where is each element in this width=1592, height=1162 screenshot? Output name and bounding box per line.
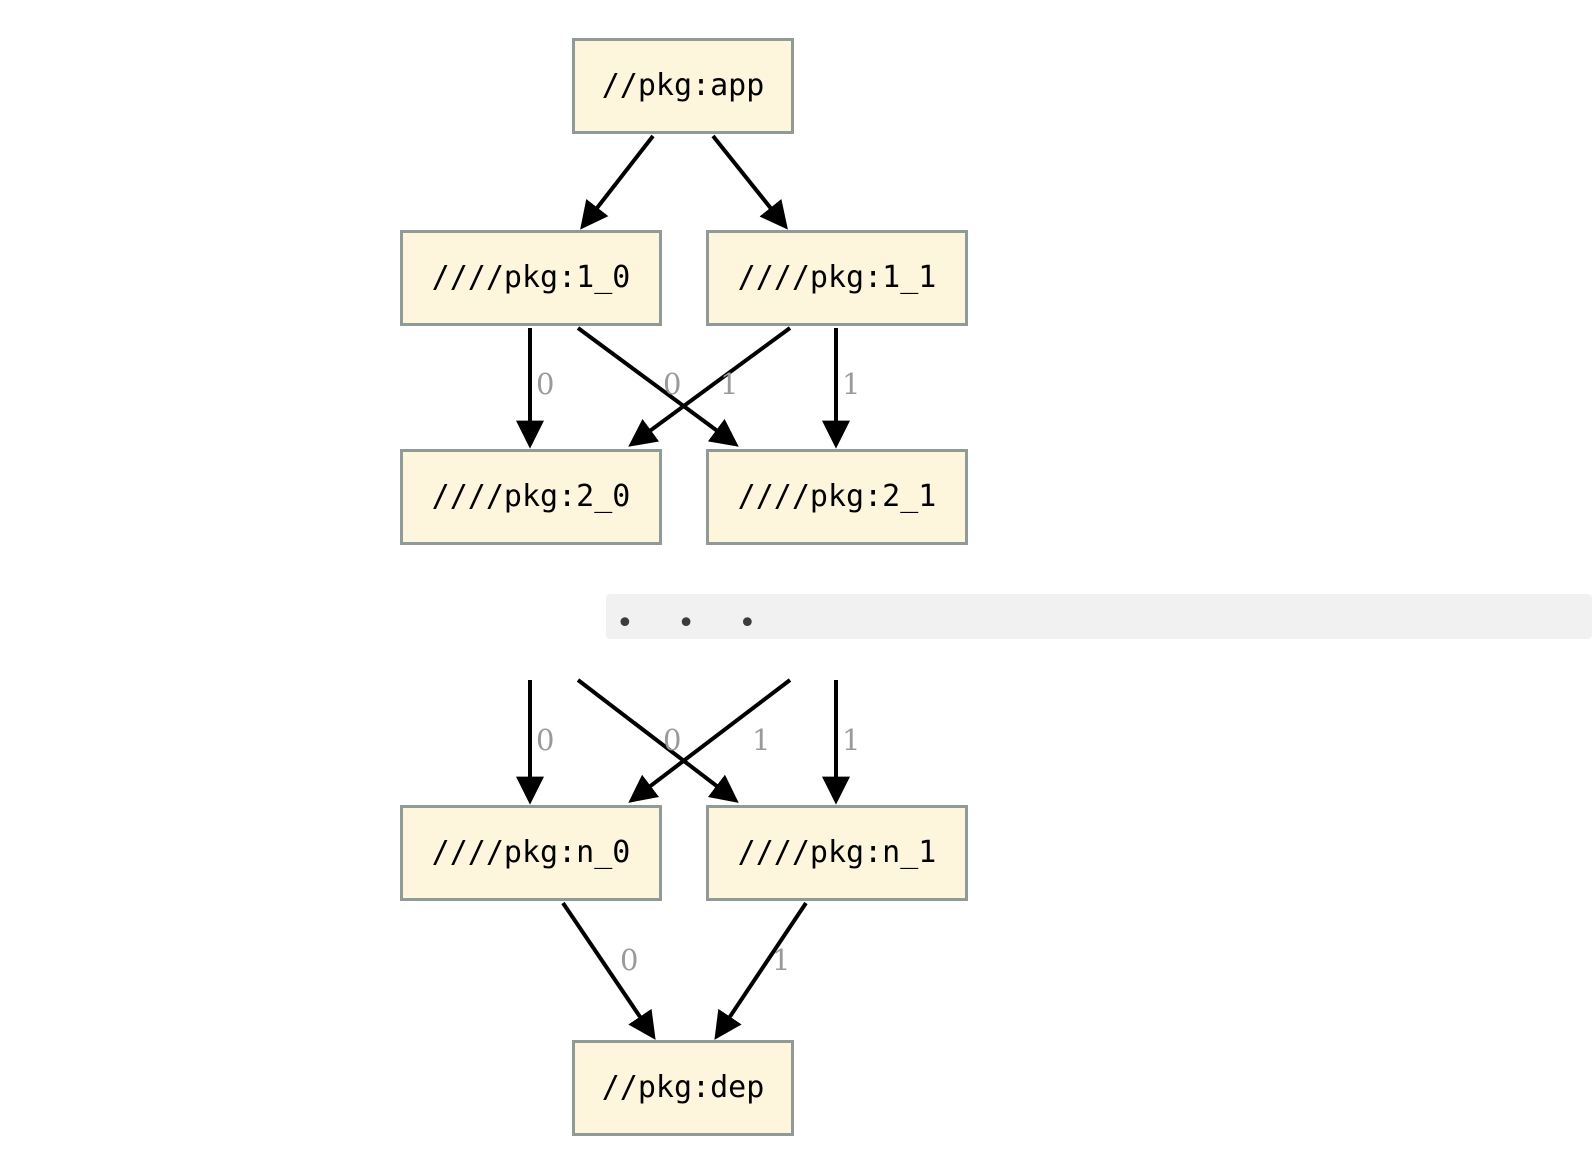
node-ln_1[interactable]: ////pkg:n_1	[706, 805, 968, 901]
edge-label: 1	[752, 723, 771, 757]
node-l2_0[interactable]: ////pkg:2_0	[400, 449, 662, 545]
edge-label: 1	[842, 723, 861, 757]
edge-line	[580, 134, 655, 230]
node-label: ////pkg:n_1	[737, 835, 937, 870]
node-app[interactable]: //pkg:app	[572, 38, 794, 134]
node-label: ////pkg:1_0	[431, 260, 631, 295]
node-label: //pkg:dep	[601, 1070, 765, 1105]
edge-label: 0	[663, 723, 682, 757]
edge-label: 0	[536, 367, 555, 401]
edge-line	[561, 901, 656, 1040]
ellipsis-band: • • •	[606, 594, 1592, 639]
node-label: ////pkg:1_1	[737, 260, 937, 295]
edge-label: 0	[536, 723, 555, 757]
edge-label: 0	[620, 943, 639, 977]
node-ln_0[interactable]: ////pkg:n_0	[400, 805, 662, 901]
node-dep[interactable]: //pkg:dep	[572, 1040, 794, 1136]
edge-line	[711, 134, 788, 230]
edge-label: 1	[720, 367, 739, 401]
edge-lines	[516, 134, 850, 1040]
node-label: //pkg:app	[601, 68, 765, 103]
node-label: ////pkg:2_0	[431, 479, 631, 514]
ellipsis-dots: • • •	[616, 605, 774, 641]
edge-line	[628, 678, 792, 803]
edge-label: 1	[842, 367, 861, 401]
edge-line	[714, 901, 808, 1040]
node-label: ////pkg:2_1	[737, 479, 937, 514]
edge-label: 0	[663, 367, 682, 401]
node-label: ////pkg:n_0	[431, 835, 631, 870]
edge-line	[576, 326, 739, 447]
edge-line	[628, 326, 792, 447]
node-l2_1[interactable]: ////pkg:2_1	[706, 449, 968, 545]
node-l1_1[interactable]: ////pkg:1_1	[706, 230, 968, 326]
edge-label: 1	[772, 943, 791, 977]
node-l1_0[interactable]: ////pkg:1_0	[400, 230, 662, 326]
edge-line	[576, 678, 739, 803]
